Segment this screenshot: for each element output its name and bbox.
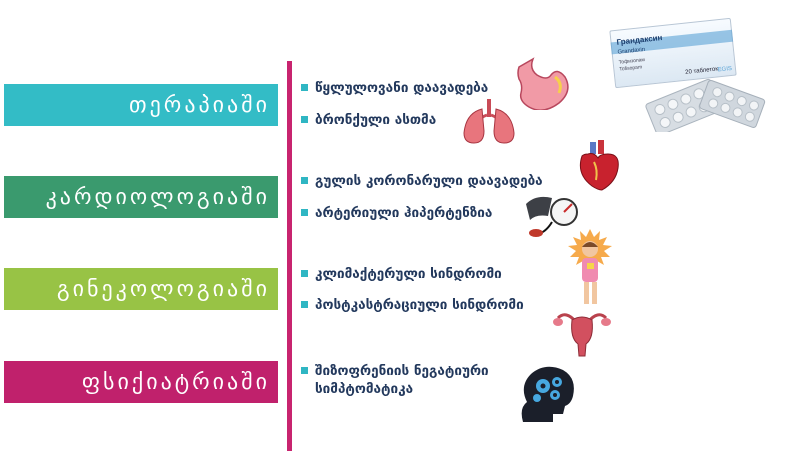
bullet-marker <box>301 116 308 123</box>
bullet-marker <box>301 367 308 374</box>
list-item: ბრონქული ასთმა <box>301 111 436 129</box>
bullet-marker <box>301 84 308 91</box>
list-item: პოსტკასტრაციული სინდრომი <box>301 296 524 314</box>
bullet-marker <box>301 301 308 308</box>
list-item: გულის კორონარული დაავადება <box>301 172 543 190</box>
brain-gears-icon <box>521 366 574 422</box>
heart-icon <box>579 140 619 191</box>
item-text: გულის კორონარული დაავადება <box>315 173 543 189</box>
item-text: კლიმაქტერული სინდრომი <box>315 266 502 282</box>
blood-pressure-monitor-icon <box>526 196 578 237</box>
stomach-icon <box>517 57 569 110</box>
item-text: არტერიული ჰიპერტენზია <box>315 205 493 221</box>
bullet-marker <box>301 270 308 277</box>
bullet-marker <box>301 209 308 216</box>
lungs-icon <box>463 99 515 144</box>
hot-flash-woman-icon <box>568 229 612 304</box>
uterus-icon <box>553 313 611 357</box>
item-text: ბრონქული ასთმა <box>315 112 437 128</box>
item-text: პოსტკასტრაციული სინდრომი <box>315 297 524 313</box>
item-text: შიზოფრენიის ნეგატიური სიმპტომატიკა <box>315 363 489 397</box>
list-item: არტერიული ჰიპერტენზია <box>301 204 492 222</box>
list-item: წყლულოვანი დაავადება <box>301 79 488 97</box>
list-item: კლიმაქტერული სინდრომი <box>301 265 502 283</box>
category-label-psychiatry: ფსიქიატრიაში <box>4 361 278 403</box>
bullet-marker <box>301 177 308 184</box>
vertical-divider <box>287 61 292 451</box>
item-text: წყლულოვანი დაავადება <box>315 80 489 96</box>
list-item: შიზოფრენიის ნეგატიური სიმპტომატიკა <box>301 362 521 398</box>
category-label-gynecology: გინეკოლოგიაში <box>4 268 278 310</box>
category-label-therapy: თერაპიაში <box>4 84 278 126</box>
blister-pack-icon <box>645 78 766 132</box>
category-label-cardiology: კარდიოლოგიაში <box>4 176 278 218</box>
